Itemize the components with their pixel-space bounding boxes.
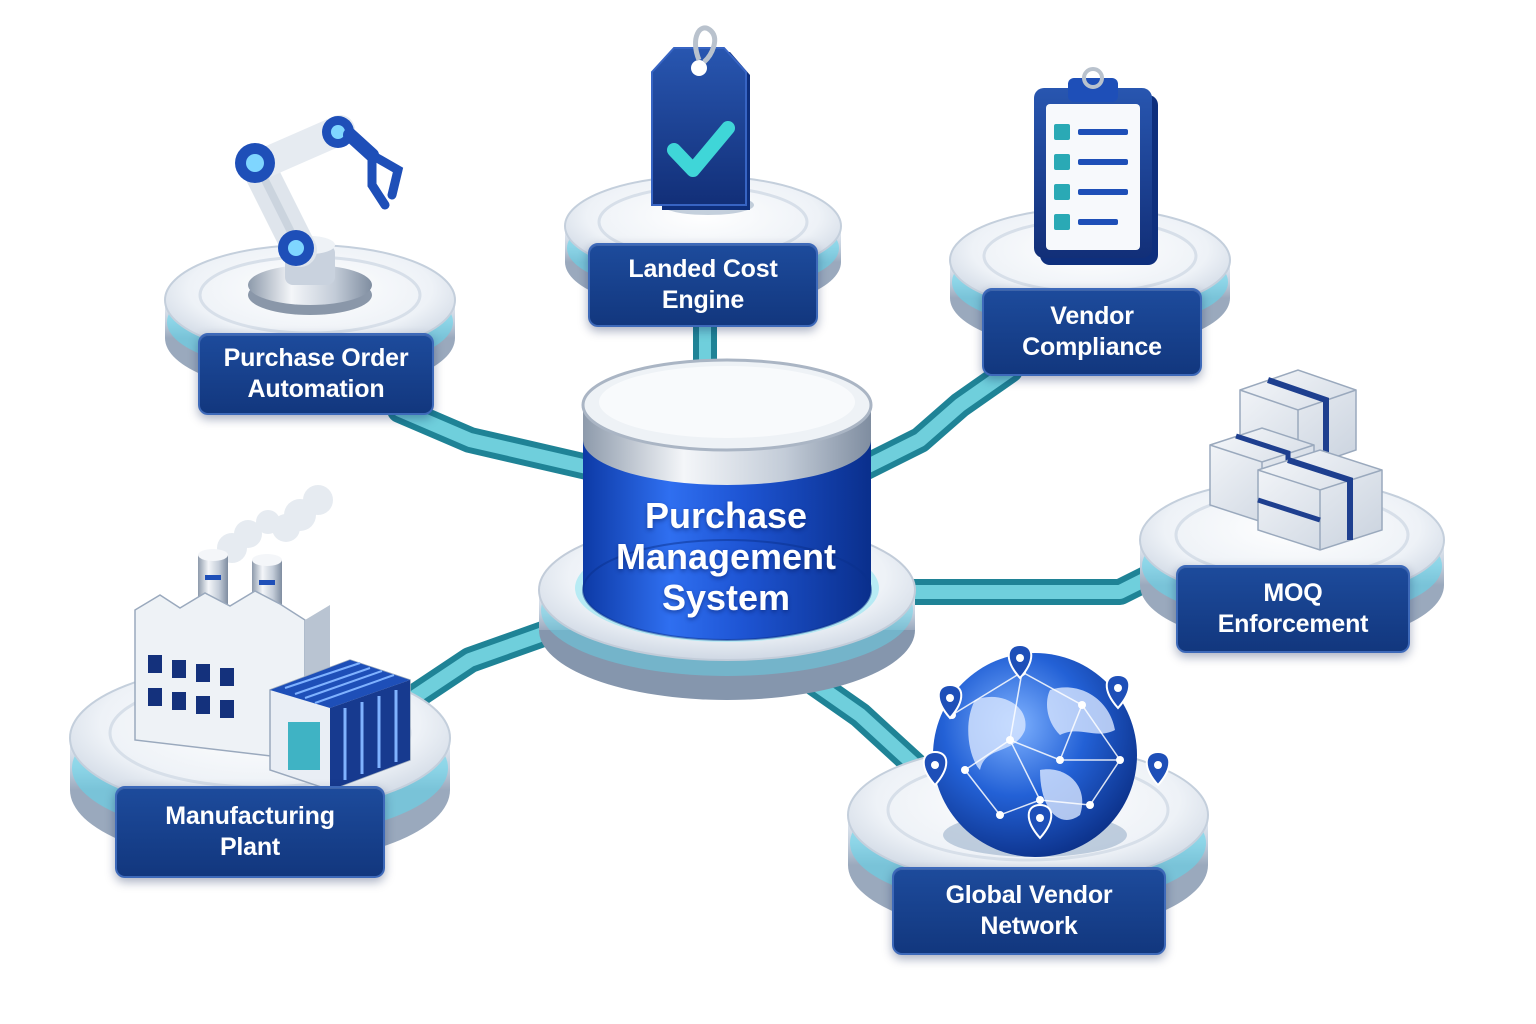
hub-title-line-3: System [661,577,791,618]
hub-title-line-1: Purchase [644,495,808,536]
connector-global-vendor [797,667,933,783]
connector-vendor-compliance [847,357,1023,483]
node-moq-enforcement[interactable]: MOQ Enforcement [1176,565,1410,653]
node-label-line-1: Global Vendor [945,881,1113,909]
price-tag-check-icon [651,25,754,215]
node-label-line-1: Purchase Order [223,344,409,372]
node-label-line-2: Enforcement [1217,610,1369,638]
node-manufacturing-plant[interactable]: Manufacturing Plant [115,786,385,878]
node-label-line-1: Manufacturing [165,802,335,830]
node-landed-cost-engine[interactable]: Landed Cost Engine [588,243,818,327]
node-label-line-1: Landed Cost [628,255,778,283]
hub-title[interactable]: Purchase Management System [586,495,866,618]
connector-purchase-order [387,397,613,483]
node-purchase-order-automation[interactable]: Purchase Order Automation [198,333,434,415]
node-label-line-1: Vendor [1050,302,1134,330]
node-label-line-2: Network [980,912,1078,940]
globe-network-icon [922,643,1171,857]
hub-cylinder [581,358,873,641]
node-label-line-2: Engine [661,286,745,314]
clipboard-checklist-icon [1034,67,1158,265]
connector-manufacturing [397,615,573,713]
node-label-line-1: MOQ [1263,579,1323,607]
stacked-boxes-icon [1209,369,1383,551]
connector-moq [892,559,1173,605]
factory-icon [134,485,411,791]
node-label-line-2: Automation [247,375,385,403]
node-vendor-compliance[interactable]: Vendor Compliance [982,288,1202,376]
node-label-line-2: Plant [219,833,281,861]
hub-title-line-2: Management [615,536,837,577]
node-label-line-2: Compliance [1022,333,1162,361]
robotic-arm-icon [235,115,404,315]
node-global-vendor-network[interactable]: Global Vendor Network [892,867,1166,955]
connectors [387,313,1173,783]
